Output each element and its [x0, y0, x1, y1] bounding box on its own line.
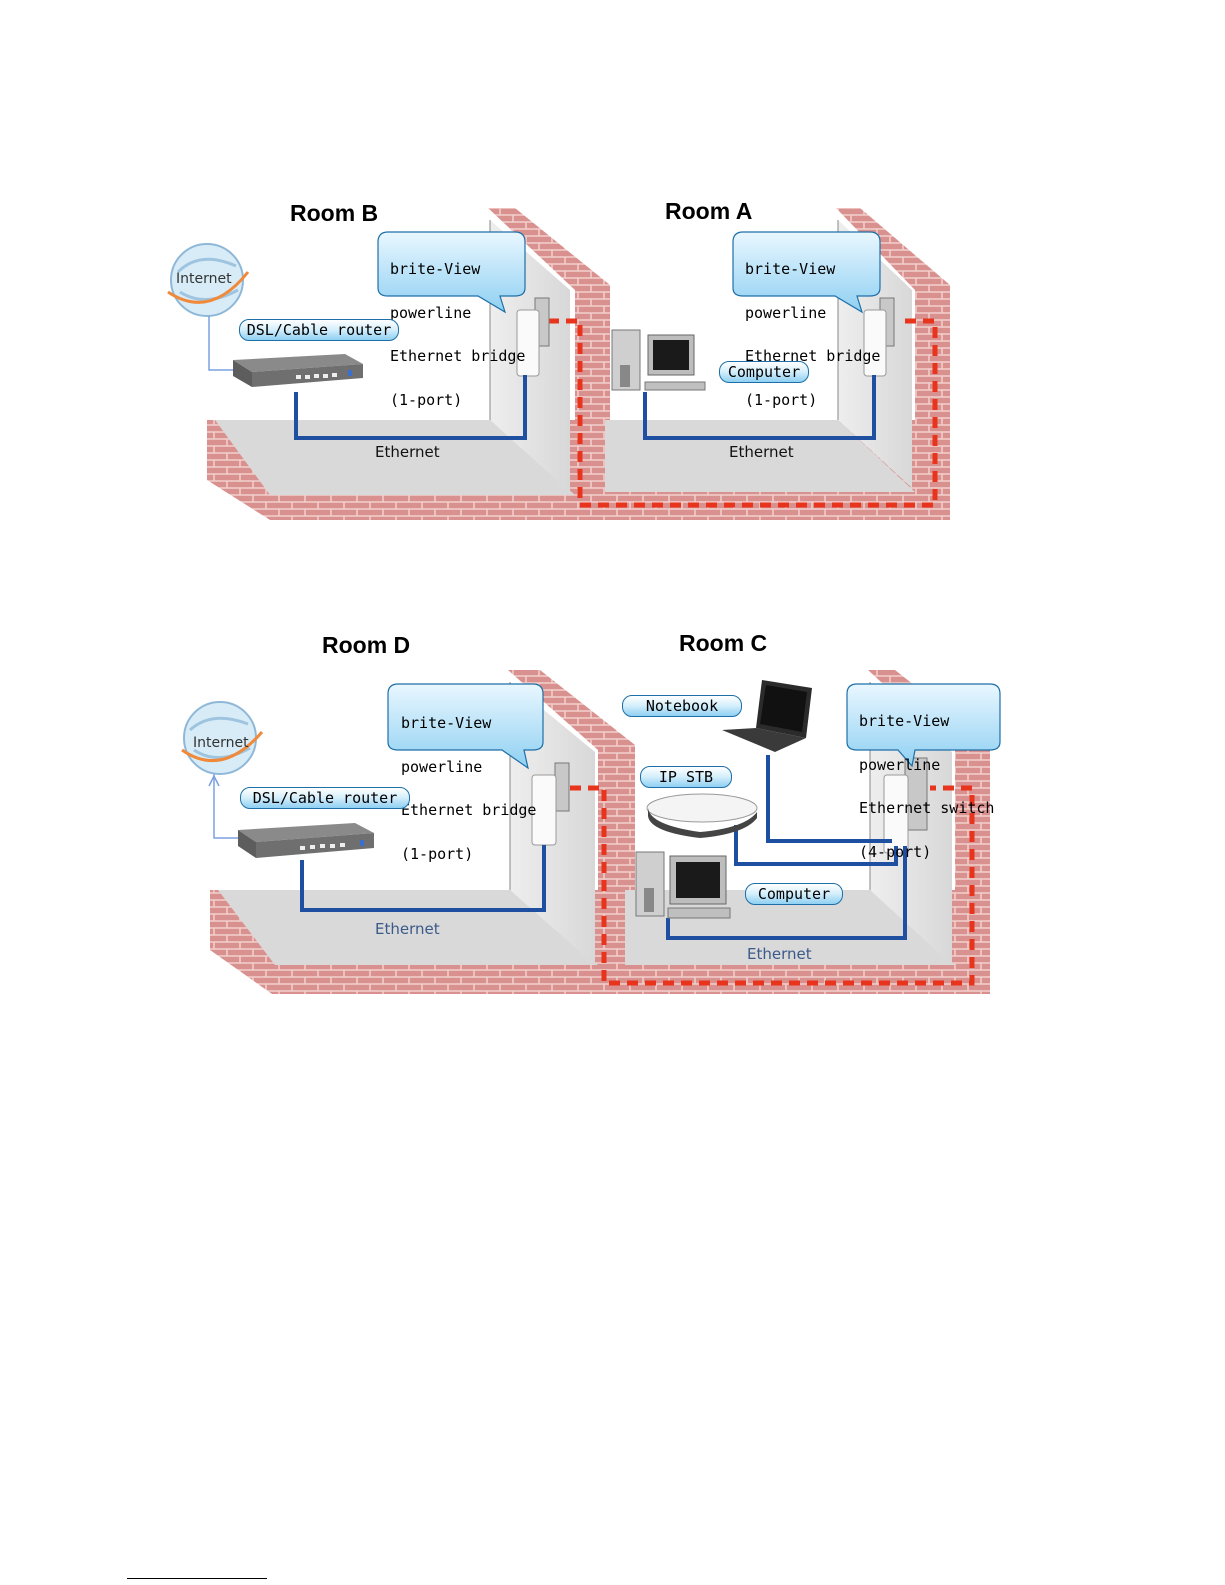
powerline-adapter-b	[516, 309, 540, 377]
callout-line: (1-port)	[390, 390, 463, 409]
diagram-top-drawing	[167, 208, 950, 520]
callout-bridge-b: brite-View powerline Ethernet bridge (1-…	[390, 233, 525, 436]
callout-line: (1-port)	[745, 390, 818, 409]
room-title-c: Room C	[679, 630, 768, 656]
ethernet-label-room-c: Ethernet	[747, 945, 812, 963]
room-title-a: Room A	[665, 198, 753, 224]
callout-line: powerline	[745, 303, 827, 322]
callout-bubble-d	[387, 683, 544, 770]
internet-globe-icon	[167, 243, 250, 317]
ethernet-cable-notebook	[766, 755, 892, 843]
diagram-room-d-room-c: Room D Room C brite-View powerline Ether…	[0, 620, 1225, 1000]
ethernet-cable-room-d	[300, 845, 546, 912]
callout-bridge-d: brite-View powerline Ethernet bridge (1-…	[401, 687, 536, 890]
ethernet-cable-room-a	[643, 375, 876, 440]
notebook-label: Notebook	[622, 695, 742, 717]
computer-label: Computer	[745, 883, 843, 905]
desktop-computer-icon	[635, 851, 731, 919]
powerline-dashed-bottom	[570, 785, 975, 986]
callout-bubble-b	[377, 231, 526, 314]
callout-line: powerline	[401, 757, 483, 776]
footnote-rule	[127, 1578, 267, 1579]
internet-label: Internet	[193, 735, 249, 751]
ethernet-cable-computer	[666, 846, 907, 940]
dsl-router-icon	[238, 823, 374, 858]
desktop-computer-icon	[611, 329, 706, 391]
callout-bubble-c	[846, 683, 1001, 768]
callout-line: Ethernet bridge	[390, 347, 526, 365]
callout-line: Ethernet bridge	[745, 347, 881, 365]
diagram-bottom-drawing	[181, 670, 1001, 994]
router-label: DSL/Cable router	[240, 787, 410, 809]
callout-bubble-a	[732, 231, 881, 314]
callout-line: (4-port)	[859, 842, 932, 861]
internet-uplink-line	[213, 774, 240, 839]
notebook-icon	[722, 680, 812, 752]
brick-wall-left	[508, 670, 635, 970]
callout-bridge-a: brite-View powerline Ethernet bridge (1-…	[745, 233, 880, 436]
ip-stb-icon	[646, 793, 758, 838]
wall-outlet-d	[554, 762, 570, 812]
ethernet-label-room-b: Ethernet	[375, 443, 440, 461]
internet-globe-icon	[181, 701, 264, 775]
callout-line: (1-port)	[401, 844, 474, 863]
room-title-b: Room B	[290, 200, 379, 226]
callout-line: Ethernet bridge	[401, 801, 537, 819]
ethernet-label-room-d: Ethernet	[375, 920, 440, 938]
dsl-router-icon	[233, 354, 363, 387]
ethernet-cable-room-b	[294, 375, 527, 440]
internet-uplink-line	[208, 316, 235, 371]
brick-wall-right	[836, 208, 950, 510]
callout-line: brite-View	[745, 260, 836, 278]
router-label: DSL/Cable router	[239, 319, 399, 341]
internet-label: Internet	[176, 271, 232, 287]
powerline-dashed-top	[548, 318, 938, 508]
computer-label: Computer	[719, 361, 809, 383]
callout-line: brite-View	[859, 712, 950, 730]
diagram-room-b-room-a: Room B Room A brite-View powerline Ether…	[0, 180, 1225, 530]
callout-line: brite-View	[390, 260, 481, 278]
callout-line: powerline	[859, 755, 941, 774]
brick-wall-left	[488, 208, 610, 500]
ethernet-label-room-a: Ethernet	[729, 443, 794, 461]
callout-line: Ethernet switch	[859, 799, 995, 817]
ethernet-cable-ip-stb	[734, 825, 898, 866]
room-title-d: Room D	[322, 632, 411, 658]
callout-line: brite-View	[401, 714, 492, 732]
ip-stb-label: IP STB	[640, 766, 732, 788]
callout-switch-c: brite-View powerline Ethernet switch (4-…	[859, 685, 994, 888]
callout-line: powerline	[390, 303, 472, 322]
